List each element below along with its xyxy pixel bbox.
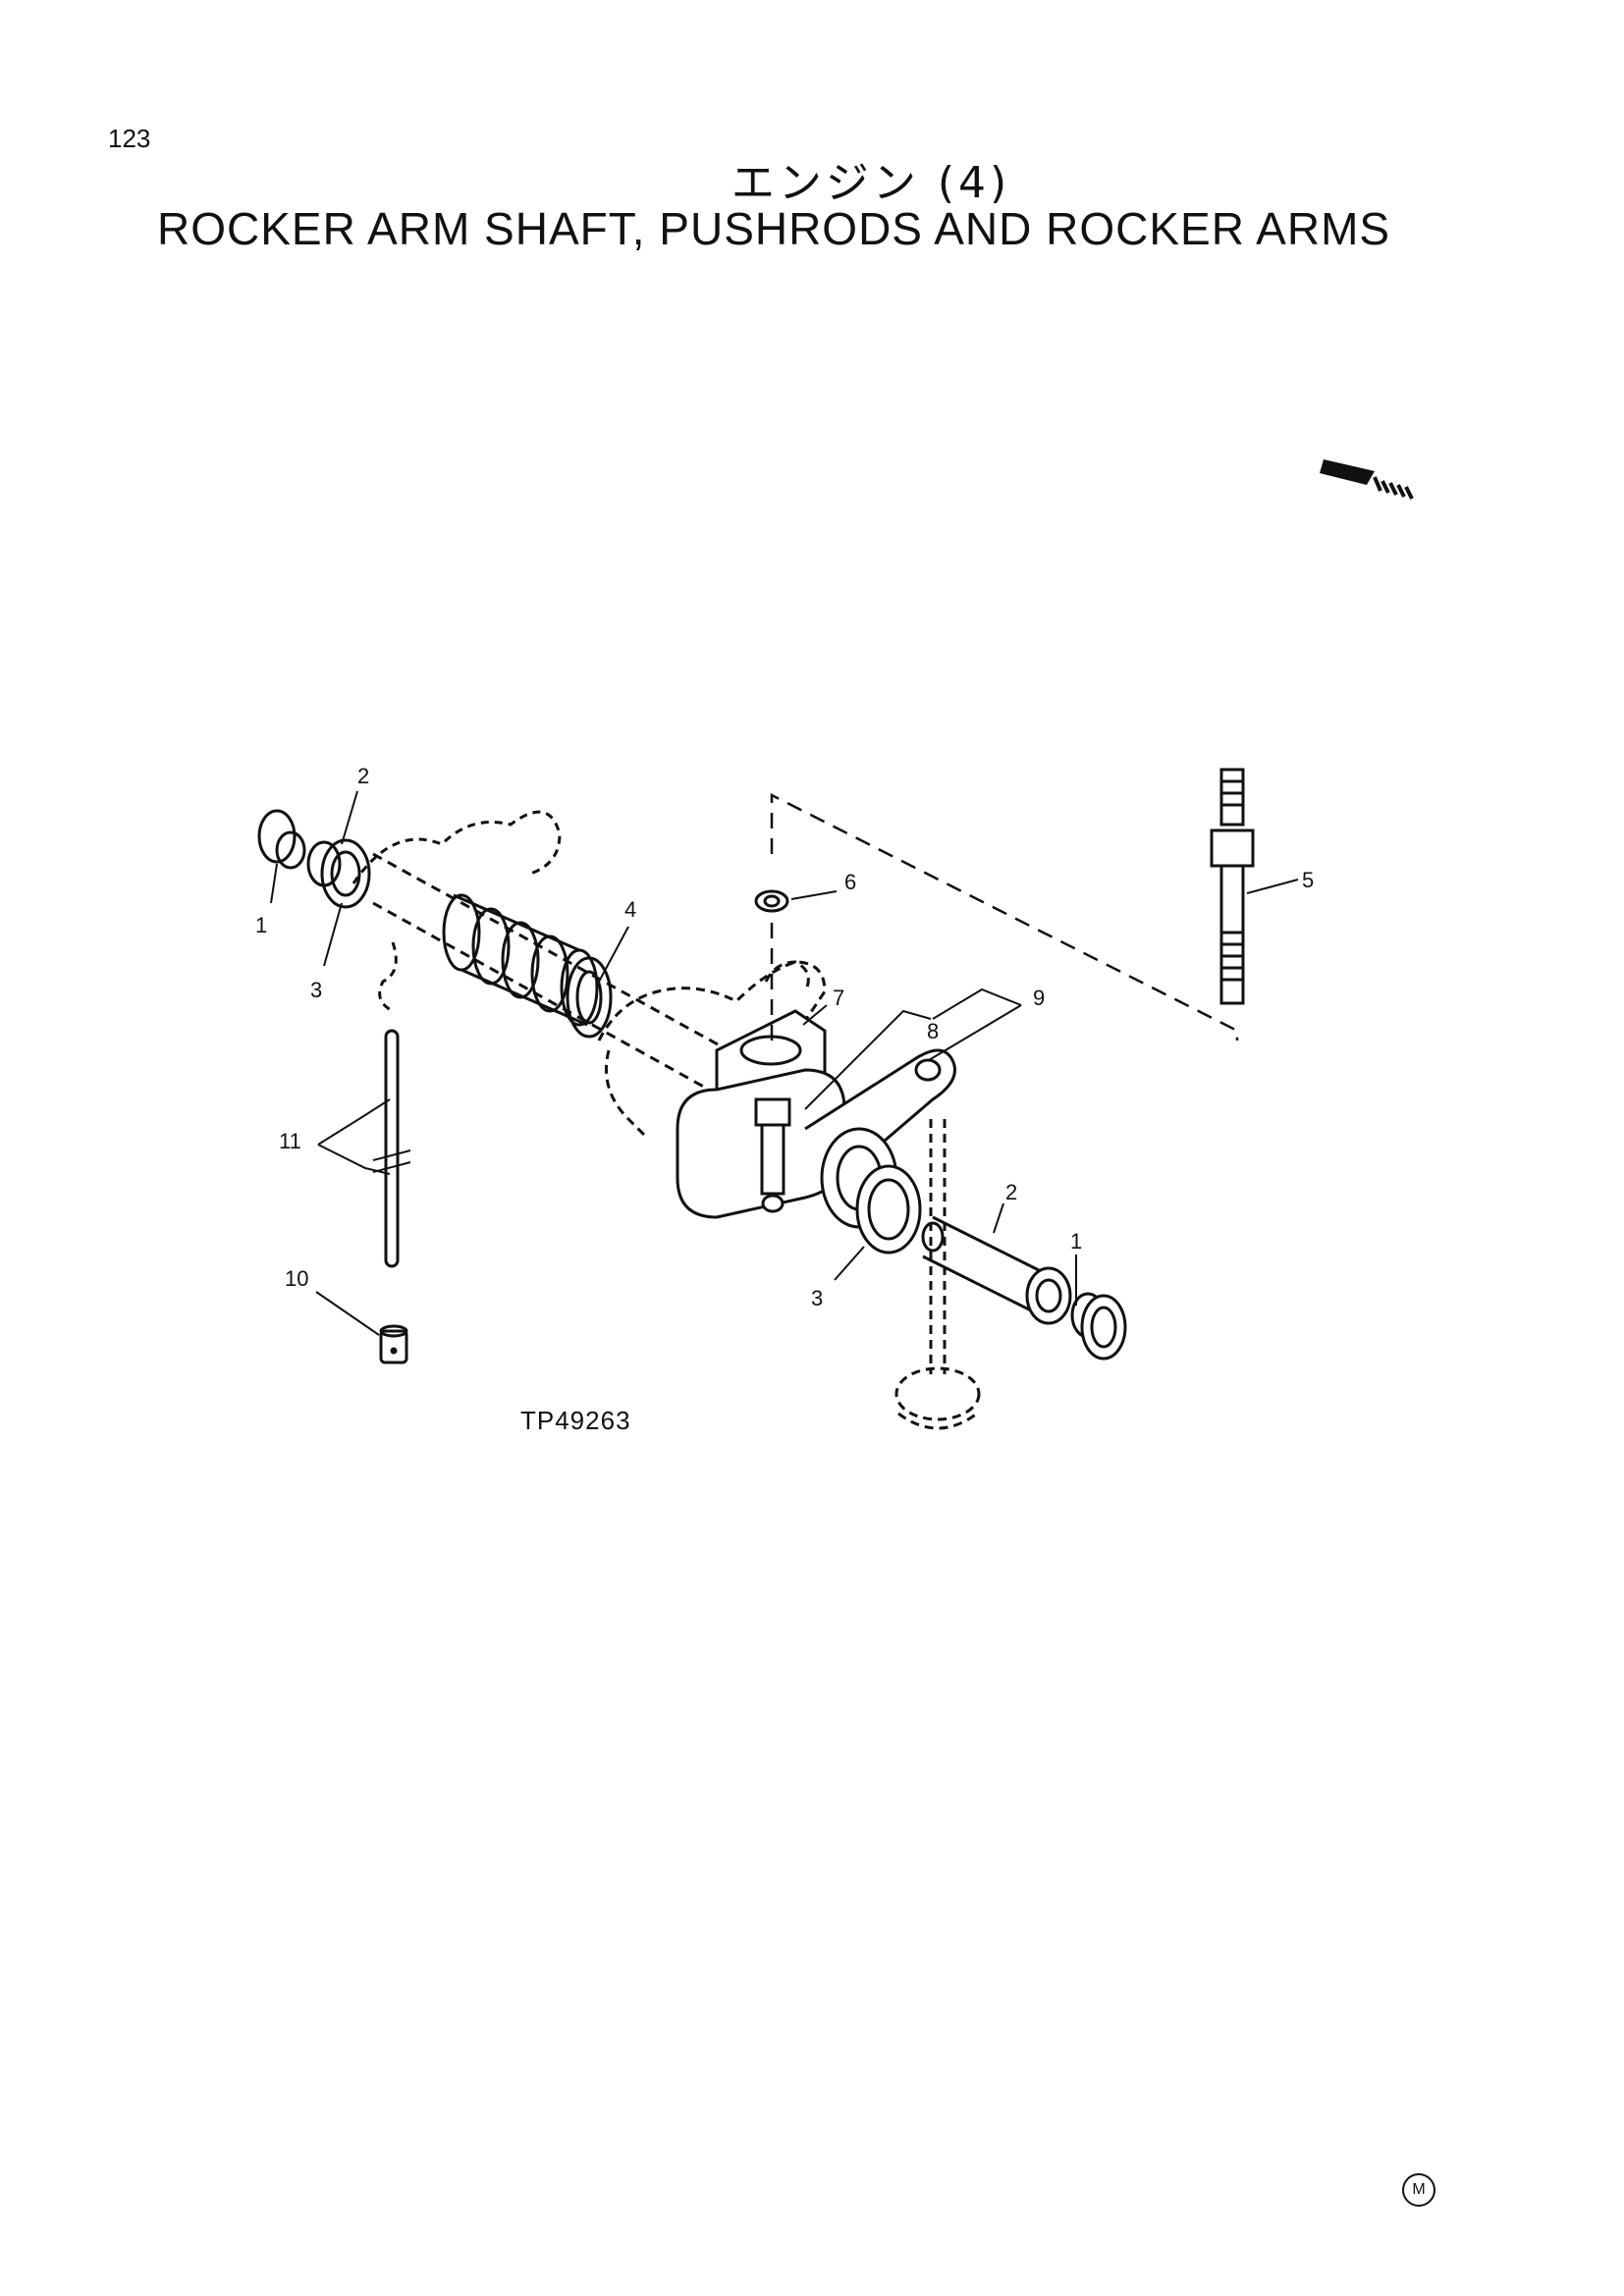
title-japanese: エンジン (4) bbox=[731, 158, 1011, 208]
callout-8: 8 bbox=[927, 1019, 939, 1043]
assembly-guide-line bbox=[770, 792, 1239, 1041]
end-plug-left bbox=[257, 809, 371, 909]
front-direction-arrow-icon bbox=[1320, 459, 1414, 500]
callout-7: 7 bbox=[833, 986, 844, 1010]
callout-2-right: 2 bbox=[1005, 1180, 1017, 1204]
figure-code: TP49263 bbox=[520, 1406, 631, 1435]
callout-1-right: 1 bbox=[1070, 1229, 1082, 1254]
washer-4 bbox=[566, 956, 613, 1039]
callout-labels: 2 1 3 4 5 6 7 8 9 10 11 2 1 3 bbox=[255, 764, 1314, 1310]
callout-10: 10 bbox=[285, 1266, 308, 1291]
end-plug-right bbox=[1070, 1292, 1127, 1361]
valve-dashed bbox=[894, 1119, 981, 1430]
adjusting-screw bbox=[754, 1097, 791, 1213]
callout-1-left: 1 bbox=[255, 913, 267, 937]
callout-3-left: 3 bbox=[310, 978, 322, 1002]
callout-3-right: 3 bbox=[811, 1286, 823, 1310]
nut bbox=[754, 889, 789, 913]
washer-right bbox=[855, 1164, 922, 1255]
callout-5: 5 bbox=[1302, 868, 1314, 892]
rocker-arm-dashed bbox=[597, 960, 827, 1141]
corner-mark: M bbox=[1402, 2173, 1435, 2207]
shaft-right-end bbox=[921, 1215, 1072, 1325]
leader-lines bbox=[270, 790, 1299, 1336]
page-title: ROCKER ARM SHAFT, PUSHRODS AND ROCKER AR… bbox=[157, 203, 1391, 254]
callout-2-left: 2 bbox=[357, 764, 369, 788]
callout-11: 11 bbox=[279, 1129, 301, 1153]
callout-6: 6 bbox=[844, 870, 856, 894]
page-number: 123 bbox=[108, 124, 151, 153]
pushrod bbox=[384, 1029, 400, 1268]
stud bbox=[1210, 768, 1255, 1005]
callout-9: 9 bbox=[1033, 986, 1045, 1010]
callout-4: 4 bbox=[624, 897, 636, 922]
tappet bbox=[379, 1324, 408, 1364]
rocker-shaft-spring bbox=[442, 893, 599, 1027]
rocker-arm-shaft bbox=[352, 810, 747, 1101]
